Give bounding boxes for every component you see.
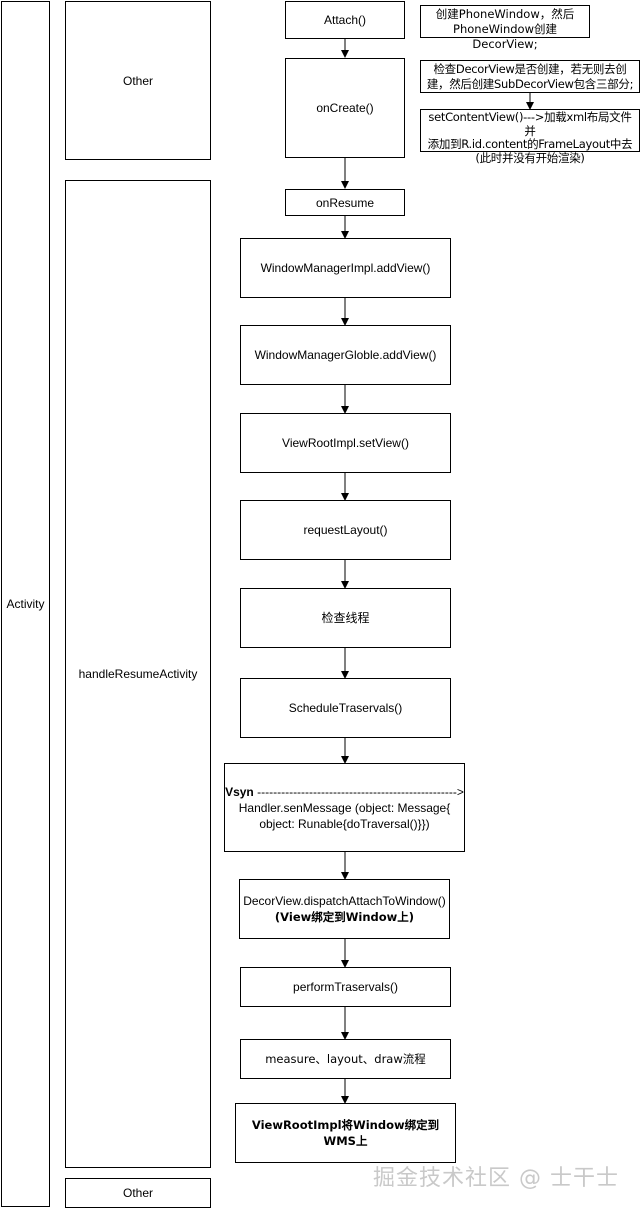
vsyn-runable-line: object: Runable{doTraversal()}}) bbox=[259, 816, 430, 831]
step-final-label: ViewRootImpl将Window绑定到WMS上 bbox=[251, 1118, 440, 1148]
step-check-thread: 检查线程 bbox=[240, 588, 451, 648]
note-attach-line2: PhoneWindow创建DecorView; bbox=[453, 22, 557, 51]
lane-other-bottom: Other bbox=[65, 1178, 211, 1208]
lane-activity: Activity bbox=[1, 1, 50, 1207]
lane-handle-resume-label: handleResumeActivity bbox=[78, 667, 198, 681]
step-check-thread-label: 检查线程 bbox=[321, 611, 370, 625]
vsyn-dashes: ----------------------------------------… bbox=[253, 784, 464, 799]
step-onresume: onResume bbox=[285, 189, 405, 216]
step-windowmanagergloble-addview: WindowManagerGloble.addView() bbox=[240, 325, 451, 385]
step-mld-label: measure、layout、draw流程 bbox=[265, 1052, 426, 1066]
step-viewrootimpl-setview: ViewRootImpl.setView() bbox=[240, 413, 451, 473]
step-schedule-label: ScheduleTraservals() bbox=[288, 701, 403, 715]
dispatch-note: (View绑定到Window上) bbox=[274, 910, 415, 924]
step-setview-label: ViewRootImpl.setView() bbox=[282, 436, 409, 450]
vsyn-label: Vsyn bbox=[225, 784, 254, 799]
note-check-line2: 建，然后创建SubDecorView包含三部分; bbox=[426, 77, 634, 91]
note-attach-line1: 创建PhoneWindow，然后 bbox=[435, 7, 575, 21]
note-check-line1: 检查DecorView是否创建，若无则去创 bbox=[433, 62, 627, 76]
step-scheduletraservals: ScheduleTraservals() bbox=[240, 678, 451, 738]
step-attach-label: Attach() bbox=[323, 13, 366, 27]
note-content-line1: setContentView()--->加载xml布局文件并 bbox=[428, 110, 632, 138]
note-check-decorview: 检查DecorView是否创建，若无则去创 建，然后创建SubDecorView… bbox=[420, 60, 640, 93]
step-wmgloble-label: WindowManagerGloble.addView() bbox=[254, 348, 437, 362]
step-attach: Attach() bbox=[285, 1, 405, 39]
lane-handle-resume-activity: handleResumeActivity bbox=[65, 180, 211, 1168]
note-content-line2: 添加到R.id.content的FrameLayout中去 bbox=[427, 137, 633, 151]
vsyn-line: Vsyn -----------------------------------… bbox=[225, 784, 464, 800]
lane-other-top-label: Other bbox=[122, 73, 153, 88]
vsyn-handler-line: Handler.senMessage (object: Message{ bbox=[238, 800, 451, 815]
watermark: 掘金技术社区 @ 士干士 bbox=[373, 1166, 619, 1191]
step-onresume-label: onResume bbox=[315, 195, 375, 210]
lane-other-bottom-label: Other bbox=[122, 1186, 153, 1200]
step-measure-layout-draw: measure、layout、draw流程 bbox=[240, 1039, 451, 1079]
note-setcontentview: setContentView()--->加载xml布局文件并 添加到R.id.c… bbox=[420, 109, 640, 164]
dispatch-label: DecorView.dispatchAttachToWindow() bbox=[243, 894, 446, 908]
note-content-line3: (此时并没有开始渲染) bbox=[475, 150, 585, 165]
lane-other-top: Other bbox=[65, 1, 211, 160]
step-requestlayout-label: requestLayout() bbox=[303, 523, 388, 537]
step-performtraservals: performTraservals() bbox=[240, 967, 451, 1007]
lane-activity-label: Activity bbox=[6, 597, 45, 611]
step-wmimpl-label: WindowManagerImpl.addView() bbox=[260, 261, 431, 275]
step-perform-label: performTraservals() bbox=[293, 980, 398, 994]
step-dispatchattachtowindow: DecorView.dispatchAttachToWindow() (View… bbox=[239, 879, 450, 939]
step-oncreate-label: onCreate() bbox=[316, 101, 374, 115]
note-attach: 创建PhoneWindow，然后 PhoneWindow创建DecorView; bbox=[420, 5, 590, 51]
step-oncreate: onCreate() bbox=[285, 58, 405, 158]
step-requestlayout: requestLayout() bbox=[240, 500, 451, 560]
step-vsyn-handler: Vsyn -----------------------------------… bbox=[224, 763, 465, 852]
step-windowmanagerimpl-addview: WindowManagerImpl.addView() bbox=[240, 238, 451, 298]
step-bind-window-to-wms: ViewRootImpl将Window绑定到WMS上 bbox=[235, 1103, 456, 1163]
